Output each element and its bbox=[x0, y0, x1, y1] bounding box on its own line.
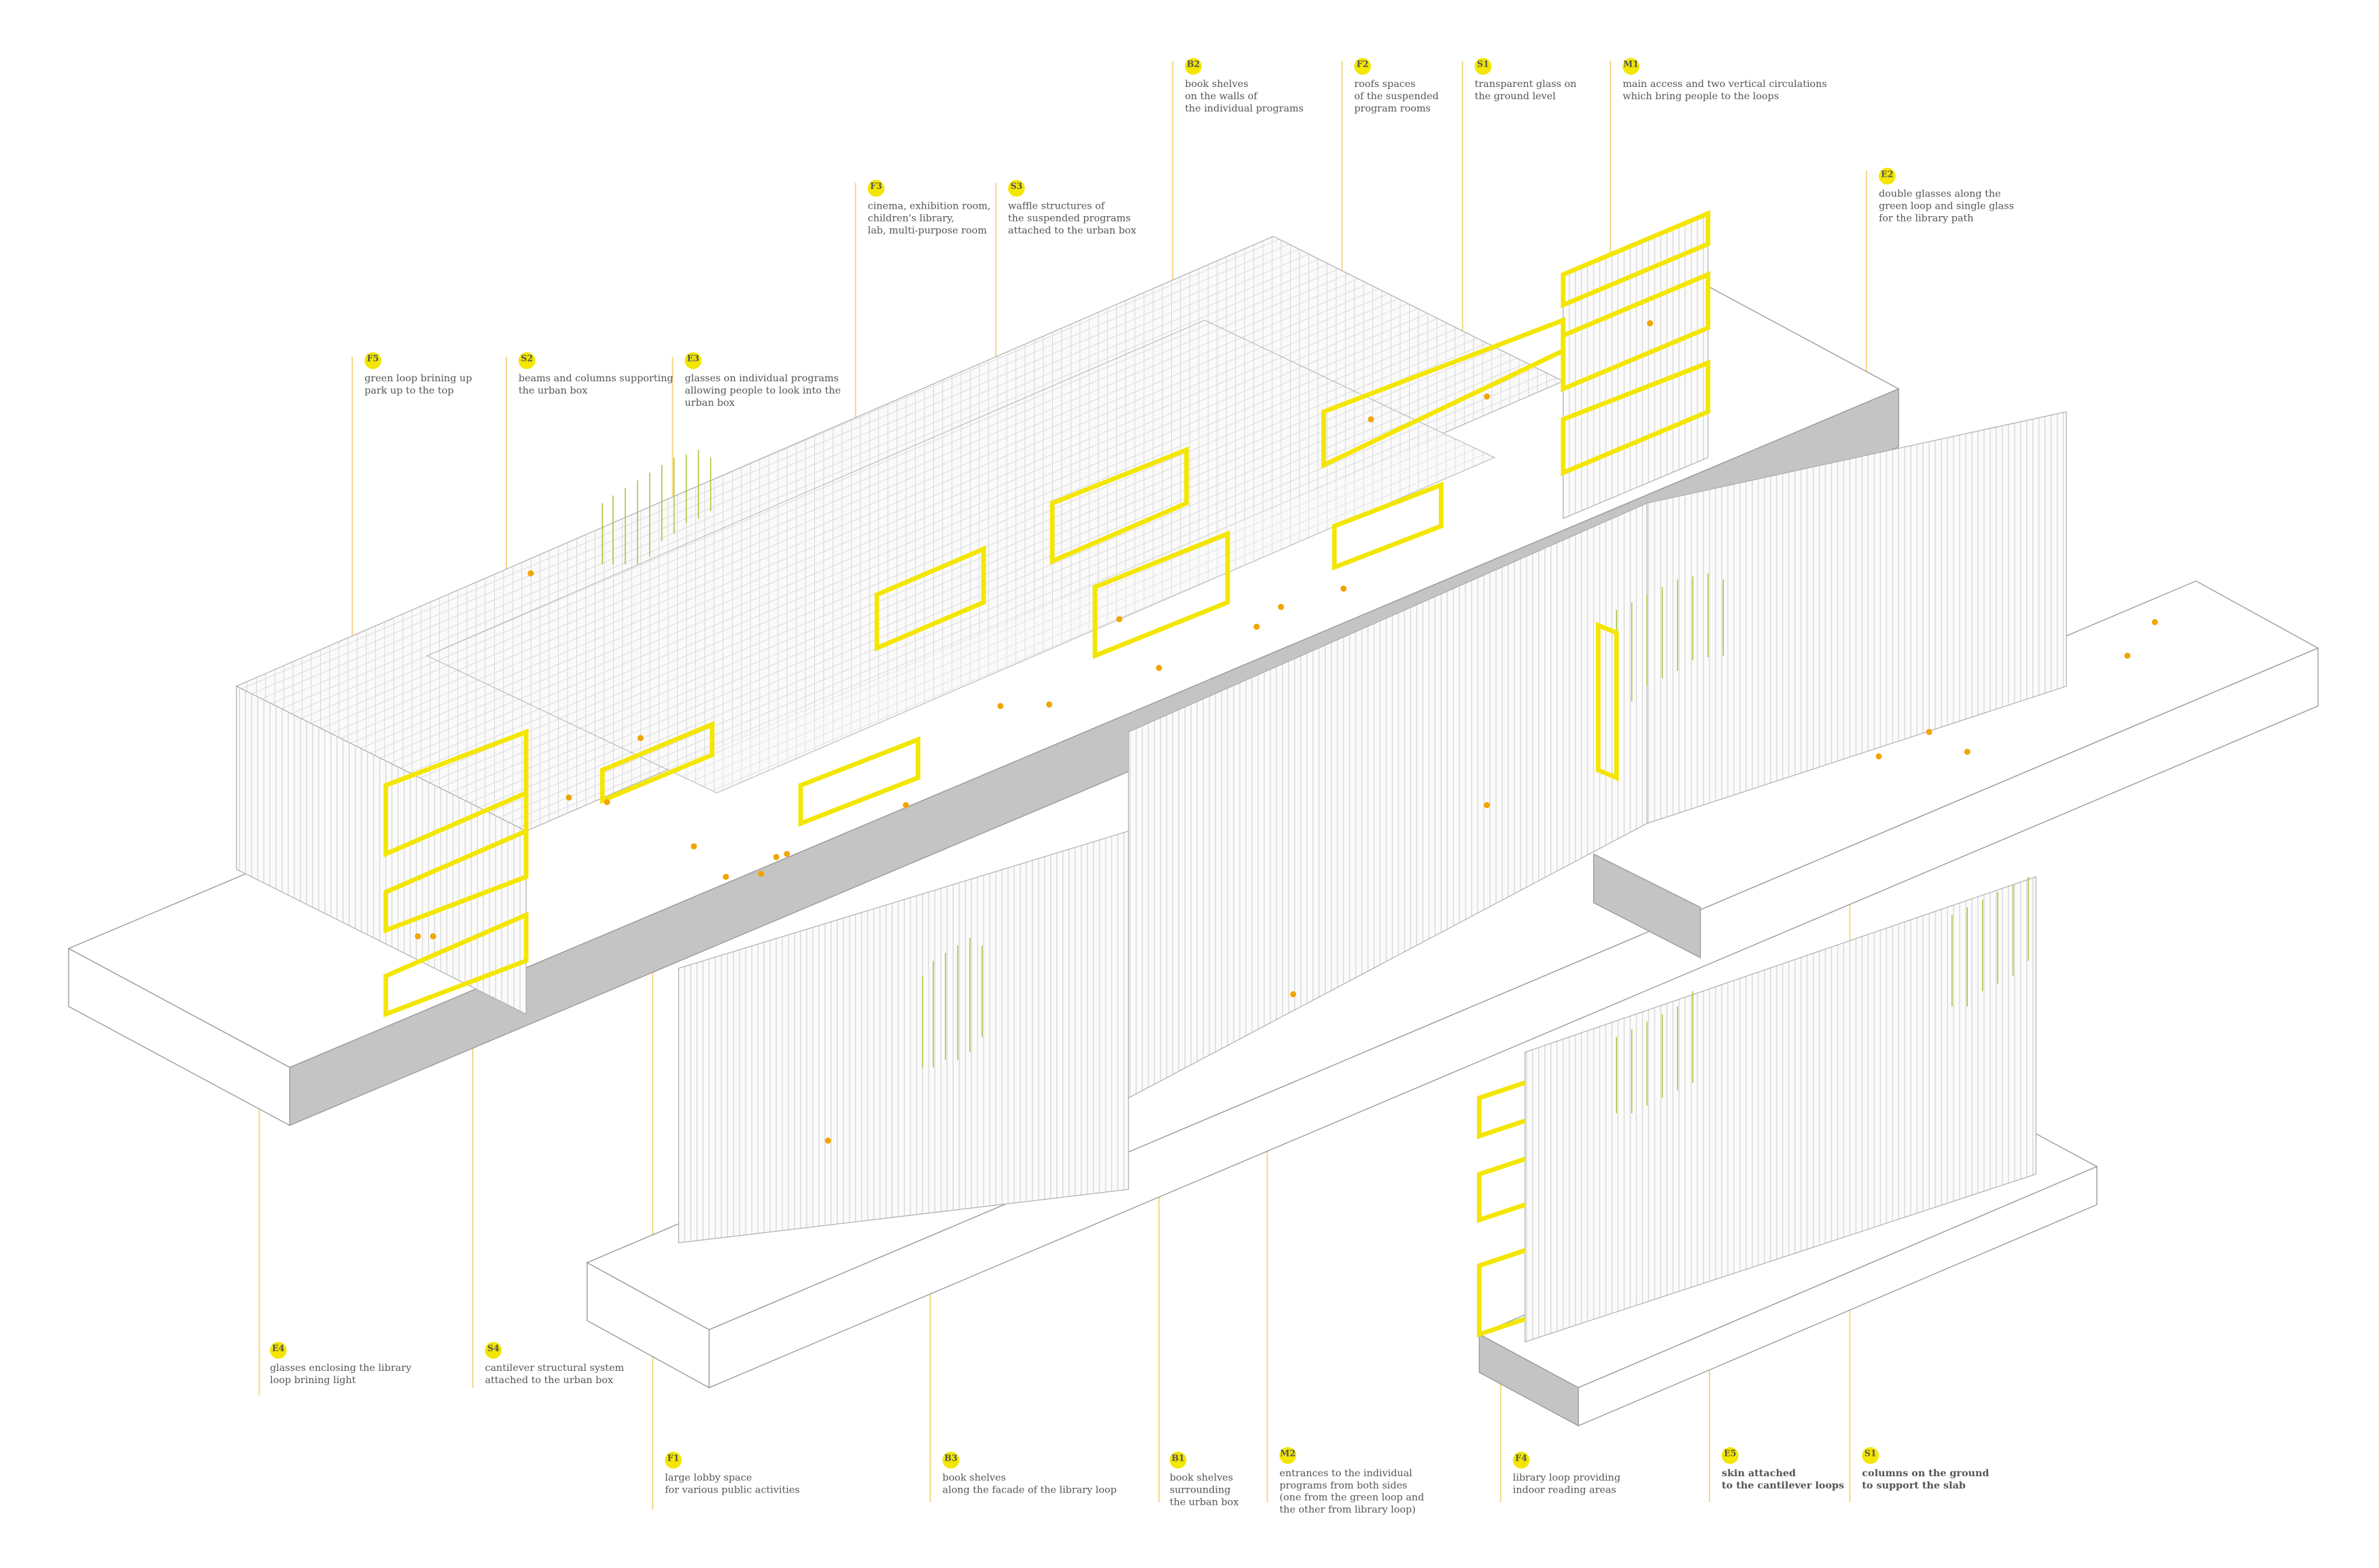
annotation-text: library loop providing indoor reading ar… bbox=[1512, 1471, 1621, 1496]
annotation-code-badge: F2 bbox=[1354, 58, 1371, 75]
annotation-f1: F1 large lobby space for various public a… bbox=[665, 1451, 924, 1496]
annotation-s2: S2 beams and columns supporting the urban… bbox=[518, 352, 778, 397]
annotation-text: entrances to the individual programs fro… bbox=[1279, 1467, 1425, 1516]
annotation-f5: F5 green loop brining up park up to the t… bbox=[364, 352, 623, 396]
annotation-text: book shelves on the walls of the individ… bbox=[1185, 77, 1304, 115]
annotation-code-badge: B3 bbox=[942, 1451, 960, 1469]
annotation-text: glasses enclosing the library loop brini… bbox=[270, 1361, 412, 1387]
annotation-code-badge: S4 bbox=[485, 1342, 502, 1359]
annotation-f2: F2 roofs spaces of the suspended program … bbox=[1354, 58, 1613, 114]
annotation-s3: S3 waffle structures of the suspended pro… bbox=[1008, 179, 1267, 237]
annotation-text: roofs spaces of the suspended program ro… bbox=[1354, 77, 1439, 115]
people-figures bbox=[415, 320, 2158, 1144]
annotation-m1: M1 main access and two vertical circulati… bbox=[1622, 58, 1881, 102]
program-glass-frames bbox=[383, 210, 1711, 1338]
annotation-text: beams and columns supporting the urban b… bbox=[518, 372, 674, 397]
annotation-text: columns on the ground to support the sla… bbox=[1862, 1467, 1990, 1492]
annotation-code-badge: M1 bbox=[1622, 58, 1639, 75]
annotation-e3: E3 glasses on individual programs allowin… bbox=[684, 352, 943, 408]
annotation-s1-top: S1 transparent glass on the ground level bbox=[1474, 58, 1734, 103]
annotation-text: book shelves surrounding the urban box bbox=[1169, 1471, 1239, 1508]
annotation-e5: E5 skin attached to the cantilever loops bbox=[1722, 1447, 1981, 1491]
annotation-text: main access and two vertical circulation… bbox=[1622, 77, 1827, 103]
annotation-text: cinema, exhibition room, children's libr… bbox=[867, 199, 991, 237]
annotation-text: double glasses along the green loop and … bbox=[1879, 187, 2015, 224]
annotation-text: book shelves along the facade of the lib… bbox=[942, 1471, 1117, 1496]
annotation-code-badge: M2 bbox=[1279, 1447, 1297, 1464]
annotation-code-badge: B1 bbox=[1169, 1451, 1187, 1469]
annotation-f3: F3 cinema, exhibition room, children's li… bbox=[867, 179, 1127, 237]
annotation-code-badge: F1 bbox=[665, 1451, 682, 1469]
annotation-b1: B1 book shelves surrounding the urban box bbox=[1169, 1451, 1429, 1508]
annotation-s1-bottom: S1 columns on the ground to support the s… bbox=[1862, 1447, 2121, 1491]
annotation-text: cantilever structural system attached to… bbox=[485, 1361, 625, 1387]
annotation-e2: E2 double glasses along the green loop an… bbox=[1879, 167, 2138, 224]
annotation-code-badge: E5 bbox=[1722, 1447, 1739, 1464]
annotation-code-badge: B2 bbox=[1185, 58, 1202, 75]
annotation-s4: S4 cantilever structural system attached … bbox=[485, 1342, 744, 1386]
annotation-code-badge: S1 bbox=[1862, 1447, 1879, 1464]
annotation-text: skin attached to the cantilever loops bbox=[1722, 1467, 1845, 1492]
annotation-code-badge: E3 bbox=[684, 352, 702, 369]
annotation-m2: M2 entrances to the individual programs f… bbox=[1279, 1447, 1538, 1516]
annotation-b3: B3 book shelves along the facade of the l… bbox=[942, 1451, 1202, 1496]
annotation-code-badge: S3 bbox=[1008, 179, 1025, 197]
annotation-e4: E4 glasses enclosing the library loop bri… bbox=[270, 1342, 529, 1386]
annotation-code-badge: F4 bbox=[1512, 1451, 1530, 1469]
annotation-code-badge: E2 bbox=[1879, 167, 1896, 185]
annotation-code-badge: F5 bbox=[364, 352, 381, 369]
annotation-text: large lobby space for various public act… bbox=[665, 1471, 800, 1496]
annotation-code-badge: S1 bbox=[1474, 58, 1492, 75]
annotation-text: glasses on individual programs allowing … bbox=[684, 372, 841, 409]
annotation-text: transparent glass on the ground level bbox=[1474, 77, 1577, 103]
green-loop-vegetation bbox=[602, 449, 2029, 1113]
annotation-code-badge: E4 bbox=[270, 1342, 287, 1359]
annotation-text: green loop brining up park up to the top bbox=[364, 372, 472, 397]
annotation-b2: B2 book shelves on the walls of the indiv… bbox=[1185, 58, 1444, 114]
annotation-code-badge: F3 bbox=[867, 179, 885, 197]
library-loop bbox=[678, 411, 2067, 1343]
annotation-text: waffle structures of the suspended progr… bbox=[1008, 199, 1136, 237]
annotation-f4: F4 library loop providing indoor reading … bbox=[1512, 1451, 1772, 1496]
annotation-code-badge: S2 bbox=[518, 352, 536, 369]
